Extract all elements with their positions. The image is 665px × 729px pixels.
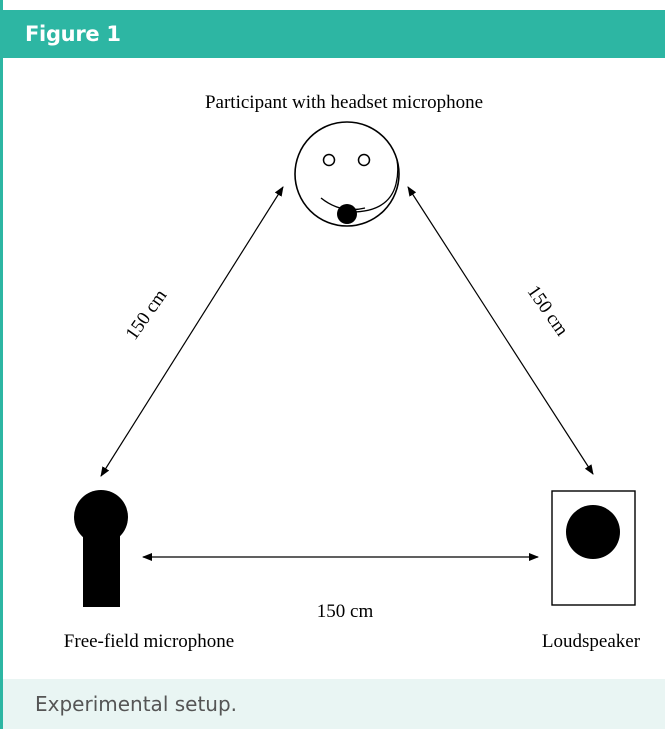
participant-label: Participant with headset microphone [205, 92, 483, 113]
left-eye-icon [322, 153, 336, 167]
left-distance-label: 150 cm [122, 286, 172, 344]
figure-caption: Experimental setup. [35, 692, 238, 716]
loudspeaker-label: Loudspeaker [542, 631, 641, 652]
participant-head-icon [294, 121, 400, 227]
loudspeaker-icon [551, 490, 636, 606]
bottom-distance-label: 150 cm [317, 601, 374, 622]
caption-bar: Experimental setup. [3, 679, 665, 729]
right-eye-icon [357, 153, 371, 167]
microphone-label: Free-field microphone [64, 631, 234, 652]
figure-title: Figure 1 [25, 22, 121, 46]
left-distance-arrow [100, 186, 284, 477]
right-distance-arrow [407, 186, 594, 475]
figure-header: Figure 1 [3, 10, 665, 58]
free-field-microphone-icon [74, 490, 128, 607]
headset-boom-icon [350, 159, 399, 213]
setup-diagram: Participant with headset microphone 150 … [64, 92, 641, 652]
right-distance-label: 150 cm [523, 282, 573, 340]
headset-microphone-icon [337, 204, 357, 224]
